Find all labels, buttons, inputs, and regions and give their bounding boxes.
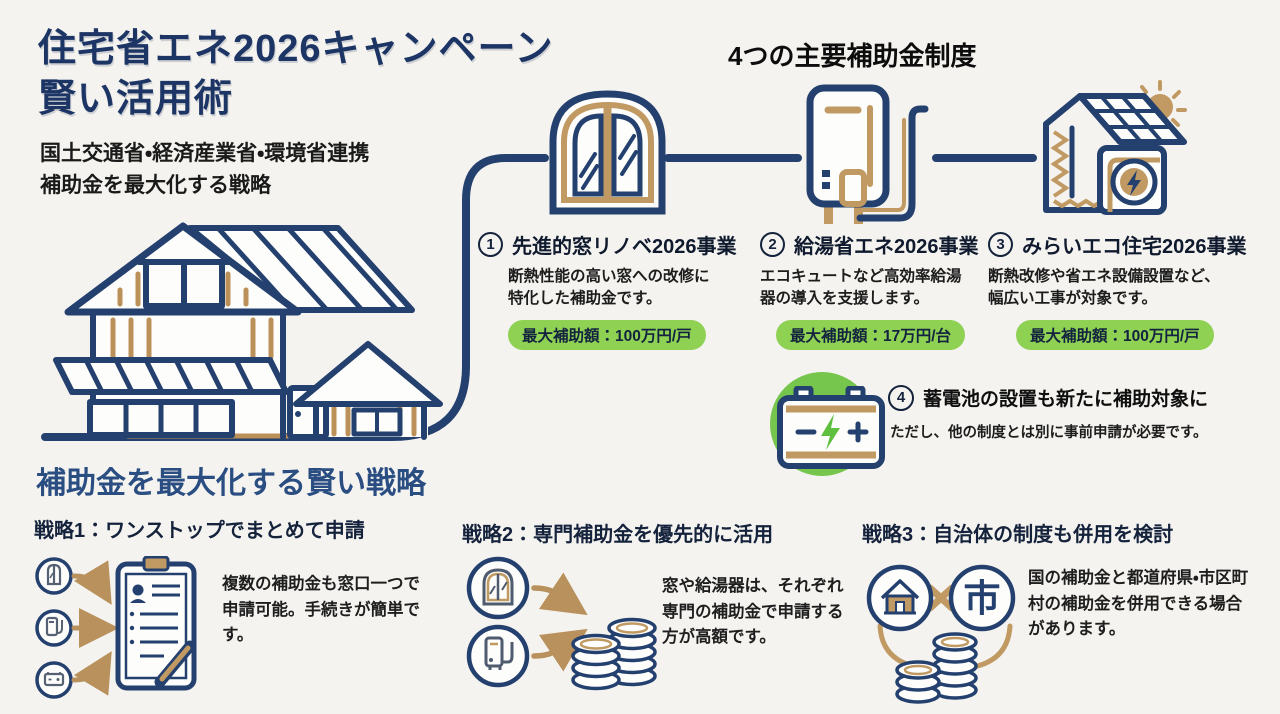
page-subtitle-line1: 国土交通省・経済産業省・環境省連携: [40, 142, 370, 165]
subsidy-amount-badge: 最大補助額：17万円/台: [776, 319, 966, 350]
program-title: 先進的窓リノベ2026事業: [512, 236, 737, 258]
arrow-icons: [531, 572, 588, 672]
program-description: 断熱改修や省エネ設備設置など、幅広い工事が対象です。: [988, 268, 1220, 308]
mini-battery-icon: [35, 661, 73, 699]
battery-note-description: ただし、他の制度とは別に事前申請が必要です。: [890, 425, 1208, 441]
page-title-line1: 住宅省エネ2026キャンペーン: [38, 28, 554, 70]
arrow-icons: [71, 560, 119, 696]
house-illustration: [53, 222, 443, 440]
strategy2-illustration: [466, 556, 657, 691]
strategy1-title: 戦略1：ワンストップでまとめて申請: [34, 520, 365, 542]
coins-icon: [571, 617, 657, 691]
number-badge: 2: [760, 232, 785, 257]
program-title-row: 3 みらいエコ住宅2026事業: [988, 230, 1262, 259]
strategy1-illustration: [35, 556, 197, 699]
program-title: 給湯省エネ2026事業: [794, 236, 979, 258]
cross-icon: [926, 584, 956, 612]
strategies-section-heading: 補助金を最大化する賢い戦略: [36, 467, 426, 500]
page-subtitle-line2: 補助金を最大化する戦略: [40, 173, 271, 197]
strategy3-illustration: 市: [866, 564, 1016, 704]
battery-icon: [777, 386, 885, 469]
strategy2-title: 戦略2：専門補助金を優先的に活用: [462, 524, 774, 546]
city-icon: 市: [948, 564, 1016, 632]
strategy2-description: 窓や給湯器は、それぞれ専門の補助金で申請する方が高額です。: [662, 577, 844, 647]
number-badge: 4: [888, 384, 914, 411]
battery-note-title-row: 4 蓄電池の設置も新たに補助対象に: [888, 384, 1208, 411]
page-subtitle: 国土交通省・経済産業省・環境省連携 補助金を最大化する戦略: [40, 138, 369, 201]
coins-icon: [895, 632, 978, 704]
water-heater-icon: [806, 84, 929, 224]
page-title: 住宅省エネ2026キャンペーン 賢い活用術: [38, 24, 554, 124]
programs-section-heading: 4つの主要補助金制度: [728, 41, 977, 71]
program-description: 断熱性能の高い窓への改修に特化した補助金です。: [508, 268, 710, 308]
number-badge: 3: [988, 232, 1013, 257]
program-title-row: 1 先進的窓リノベ2026事業: [478, 230, 740, 259]
program-item-window: 1 先進的窓リノベ2026事業 断熱性能の高い窓への改修に特化した補助金です。 …: [478, 230, 740, 350]
strategy3-description: 国の補助金と都道府県・市区町村の補助金を併用できる場合があります。: [1028, 569, 1249, 639]
program-item-eco-house: 3 みらいエコ住宅2026事業 断熱改修や省エネ設備設置など、幅広い工事が対象で…: [988, 230, 1262, 350]
program-title-row: 2 給湯省エネ2026事業: [760, 230, 988, 259]
subsidy-amount-badge: 最大補助額：100万円/戸: [508, 319, 706, 350]
strategy3-title: 戦略3：自治体の制度も併用を検討: [862, 524, 1174, 546]
window-icon: [549, 90, 666, 215]
program-item-water-heater: 2 給湯省エネ2026事業 エコキュートなど高効率給湯器の導入を支援します。 最…: [760, 230, 988, 350]
strategy1-description: 複数の補助金も窓口一つで申請可能。手続きが簡単です。: [222, 575, 420, 645]
page-title-line2: 賢い活用術: [38, 78, 234, 121]
program-description: エコキュートなど高効率給湯器の導入を支援します。: [760, 268, 962, 308]
eco-house-icon: [1043, 80, 1187, 215]
clipboard-icon: [115, 556, 197, 691]
mini-water-heater-icon: [466, 624, 530, 688]
battery-note-title: 蓄電池の設置も新たに補助対象に: [923, 389, 1209, 410]
mini-window-icon: [466, 556, 530, 620]
city-glyph: 市: [964, 578, 1001, 619]
mini-water-heater-icon: [35, 609, 73, 647]
national-house-icon: [866, 564, 934, 632]
program-title: みらいエコ住宅2026事業: [1022, 236, 1247, 258]
number-badge: 1: [478, 232, 503, 257]
subsidy-amount-badge: 最大補助額：100万円/戸: [1016, 319, 1214, 350]
mini-window-icon: [35, 557, 73, 595]
